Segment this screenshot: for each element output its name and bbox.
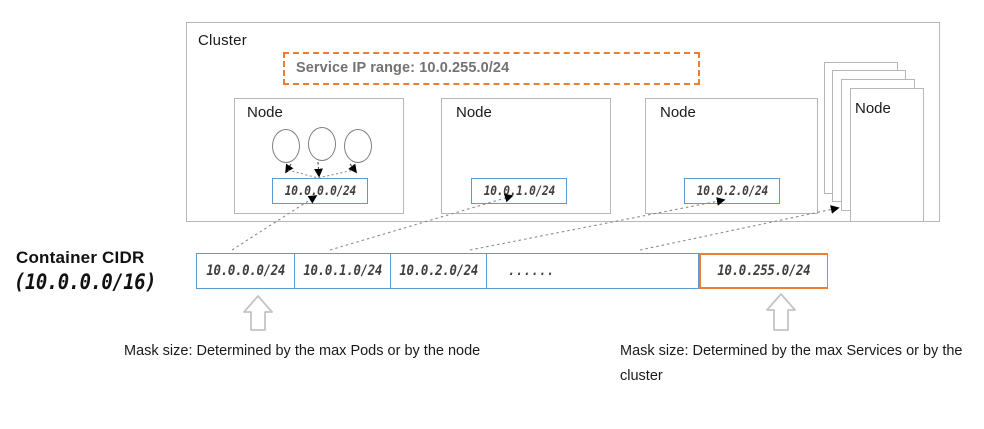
node-cidr-chip-2: 10.0.1.0/24	[471, 178, 567, 204]
pod-circle-1	[272, 129, 300, 163]
node-stack-sheet-4	[850, 88, 924, 222]
node-cidr-text-3: 10.0.2.0/24	[696, 183, 768, 199]
node-stack-4	[824, 62, 936, 222]
cidr-segment-ellipsis: ......	[486, 253, 699, 289]
node-label-2: Node	[456, 104, 492, 121]
caption-services: Mask size: Determined by the max Service…	[620, 343, 963, 384]
service-ip-range-box	[283, 52, 700, 85]
pod-circle-3	[344, 129, 372, 163]
container-cidr-bar: 10.0.0.0/24 10.0.1.0/24 10.0.2.0/24 ....…	[196, 253, 828, 289]
caption-pods: Mask size: Determined by the max Pods or…	[124, 343, 481, 359]
container-cidr-value: (10.0.0.0/16)	[14, 270, 157, 294]
up-arrow-icon-right	[766, 293, 796, 331]
cidr-segment-label-2: 10.0.1.0/24	[303, 263, 382, 279]
node-cidr-text-2: 10.0.1.0/24	[483, 183, 555, 199]
cidr-segment-label-1: 10.0.0.0/24	[206, 263, 285, 279]
node-label-1: Node	[247, 104, 283, 121]
node-cidr-chip-3: 10.0.2.0/24	[684, 178, 780, 204]
cidr-segment-3: 10.0.2.0/24	[390, 253, 486, 289]
cidr-segment-1: 10.0.0.0/24	[196, 253, 294, 289]
up-arrow-icon-left	[243, 295, 273, 331]
node-cidr-text-1: 10.0.0.0/24	[284, 183, 356, 199]
container-cidr-title: Container CIDR	[16, 248, 145, 267]
pod-circle-2	[308, 127, 336, 161]
cidr-segment-service: 10.0.255.0/24	[699, 253, 828, 289]
cidr-segment-label-5: 10.0.255.0/24	[717, 263, 811, 279]
service-ip-range-label: Service IP range: 10.0.255.0/24	[296, 60, 510, 76]
mask-size-arrows	[243, 293, 796, 331]
cidr-segment-2: 10.0.1.0/24	[294, 253, 390, 289]
cluster-label: Cluster	[198, 32, 247, 49]
node-label-3: Node	[660, 104, 696, 121]
cidr-segment-label-3: 10.0.2.0/24	[399, 263, 478, 279]
node-label-4: Node	[855, 100, 891, 117]
cidr-segment-label-4: ......	[508, 263, 555, 279]
node-cidr-chip-1: 10.0.0.0/24	[272, 178, 368, 204]
